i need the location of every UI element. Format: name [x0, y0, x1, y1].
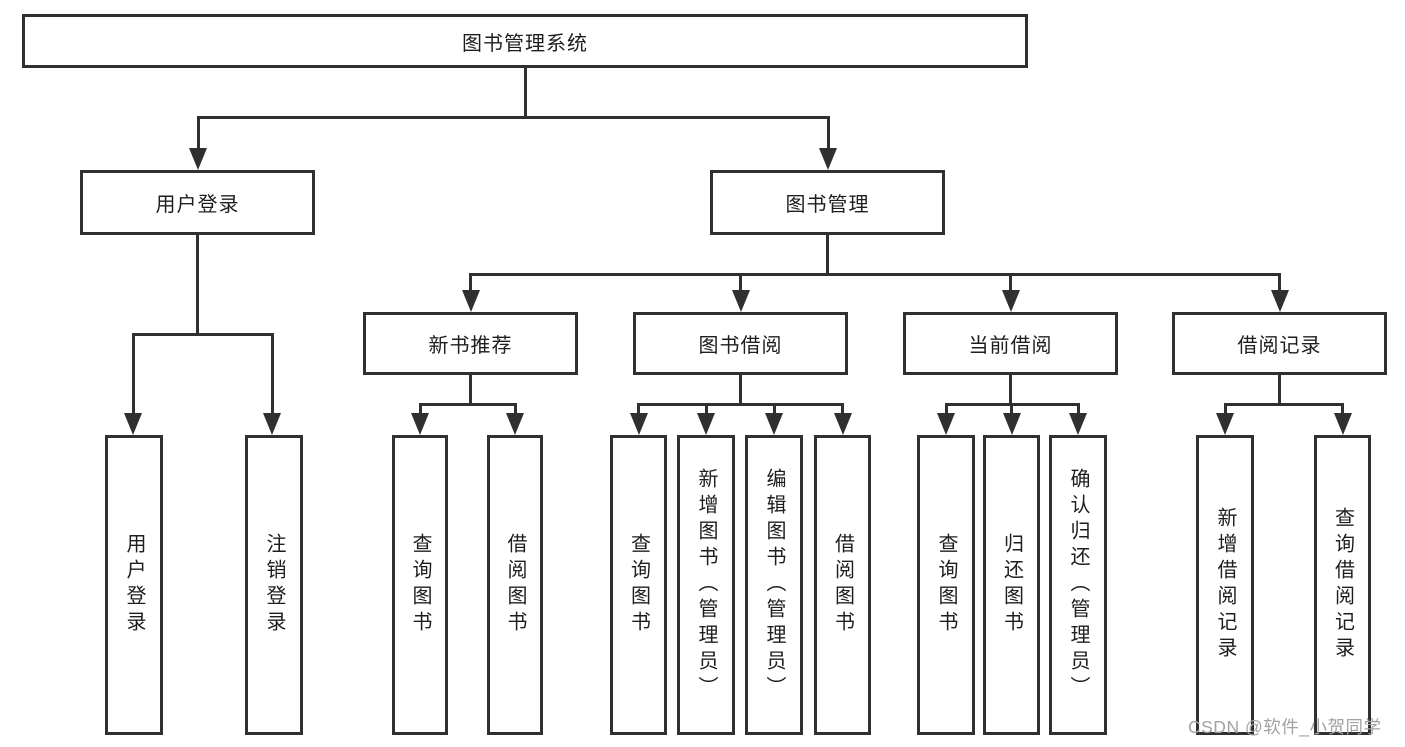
leaf-bb-edit-books-admin: 编辑图书（管理员）	[745, 435, 803, 735]
connector-shaft-current-borrow	[1009, 273, 1012, 293]
arrowhead-book-borrow	[731, 290, 750, 312]
node-current-borrow: 当前借阅	[903, 312, 1118, 375]
node-new-book-recommend: 新书推荐	[363, 312, 578, 375]
connector-shaft-bb-add	[704, 403, 708, 417]
arrowhead-bb-borrow	[833, 413, 852, 435]
connector-shaft-bb-borrow	[841, 403, 844, 417]
arrowhead-nb-query	[411, 413, 429, 435]
leaf-cb-query-books: 查询图书	[917, 435, 975, 735]
leaf-bb-borrow-books: 借阅图书	[814, 435, 871, 735]
arrowhead-new-book	[461, 290, 480, 312]
connector-current-borrow-stem	[1009, 375, 1012, 406]
connector-borrow-records-crossbar	[1223, 403, 1343, 406]
connector-root-crossbar	[196, 116, 830, 119]
arrowhead-book-management	[819, 148, 837, 170]
leaf-cb-return-books: 归还图书	[983, 435, 1040, 735]
leaf-cb-confirm-return-admin: 确认归还（管理员）	[1049, 435, 1107, 735]
connector-shaft-cb-confirm	[1076, 403, 1080, 417]
node-book-borrow: 图书借阅	[633, 312, 848, 375]
arrowhead-br-add	[1216, 413, 1234, 435]
arrowhead-bb-query	[629, 413, 648, 435]
connector-shaft-user-login	[196, 116, 200, 154]
leaf-nb-query-books: 查询图书	[392, 435, 448, 735]
arrowhead-cb-return	[1002, 413, 1021, 435]
leaf-br-add-record: 新增借阅记录	[1196, 435, 1254, 735]
connector-shaft-br-query	[1341, 403, 1344, 417]
node-book-management: 图书管理	[710, 170, 945, 235]
leaf-user-login: 用户登录	[105, 435, 163, 735]
connector-shaft-br-add	[1223, 403, 1227, 417]
connector-book-borrow-crossbar	[637, 403, 844, 406]
arrowhead-cb-confirm	[1069, 413, 1087, 435]
connector-shaft-nb-query	[418, 403, 422, 417]
connector-shaft-cb-return	[1010, 403, 1013, 417]
leaf-bb-query-books: 查询图书	[610, 435, 667, 735]
arrowhead-leaf-login	[124, 413, 142, 435]
connector-root-stem	[523, 68, 527, 118]
connector-book-borrow-stem	[739, 375, 742, 406]
node-user-login: 用户登录	[80, 170, 315, 235]
arrowhead-br-query	[1333, 413, 1352, 435]
csdn-watermark: CSDN @软件_小贺同学	[1188, 717, 1382, 737]
leaf-br-query-record: 查询借阅记录	[1314, 435, 1371, 735]
leaf-bb-add-books-admin: 新增图书（管理员）	[677, 435, 735, 735]
arrowhead-current-borrow	[1001, 290, 1020, 312]
leaf-logout: 注销登录	[245, 435, 303, 735]
connector-shaft-nb-borrow	[513, 403, 517, 417]
arrowhead-cb-query	[937, 413, 955, 435]
connector-user-login-crossbar	[131, 333, 274, 336]
node-library-management-system: 图书管理系统	[22, 14, 1028, 68]
connector-borrow-records-stem	[1278, 375, 1281, 406]
connector-shaft-cb-query	[944, 403, 948, 417]
connector-shaft-book-management	[826, 116, 830, 154]
arrowhead-user-login	[189, 148, 207, 170]
connector-shaft-new-book	[469, 273, 472, 293]
connector-new-book-stem	[469, 375, 472, 406]
arrowhead-leaf-logout	[263, 413, 281, 435]
connector-shaft-bb-query	[637, 403, 640, 417]
leaf-nb-borrow-books: 借阅图书	[487, 435, 543, 735]
connector-new-book-crossbar	[418, 403, 517, 406]
connector-book-management-stem	[826, 235, 829, 275]
connector-shaft-leaf-login	[131, 333, 135, 415]
connector-book-management-crossbar	[469, 273, 1281, 276]
connector-user-login-stem	[196, 235, 199, 336]
arrowhead-bb-add	[697, 413, 715, 435]
arrowhead-bb-edit	[765, 413, 783, 435]
connector-shaft-borrow-records	[1278, 273, 1281, 293]
connector-shaft-bb-edit	[772, 403, 776, 417]
node-borrow-records: 借阅记录	[1172, 312, 1387, 375]
connector-shaft-book-borrow	[739, 273, 742, 293]
connector-shaft-leaf-logout	[270, 333, 274, 415]
arrowhead-nb-borrow	[506, 413, 524, 435]
arrowhead-borrow-records	[1270, 290, 1289, 312]
